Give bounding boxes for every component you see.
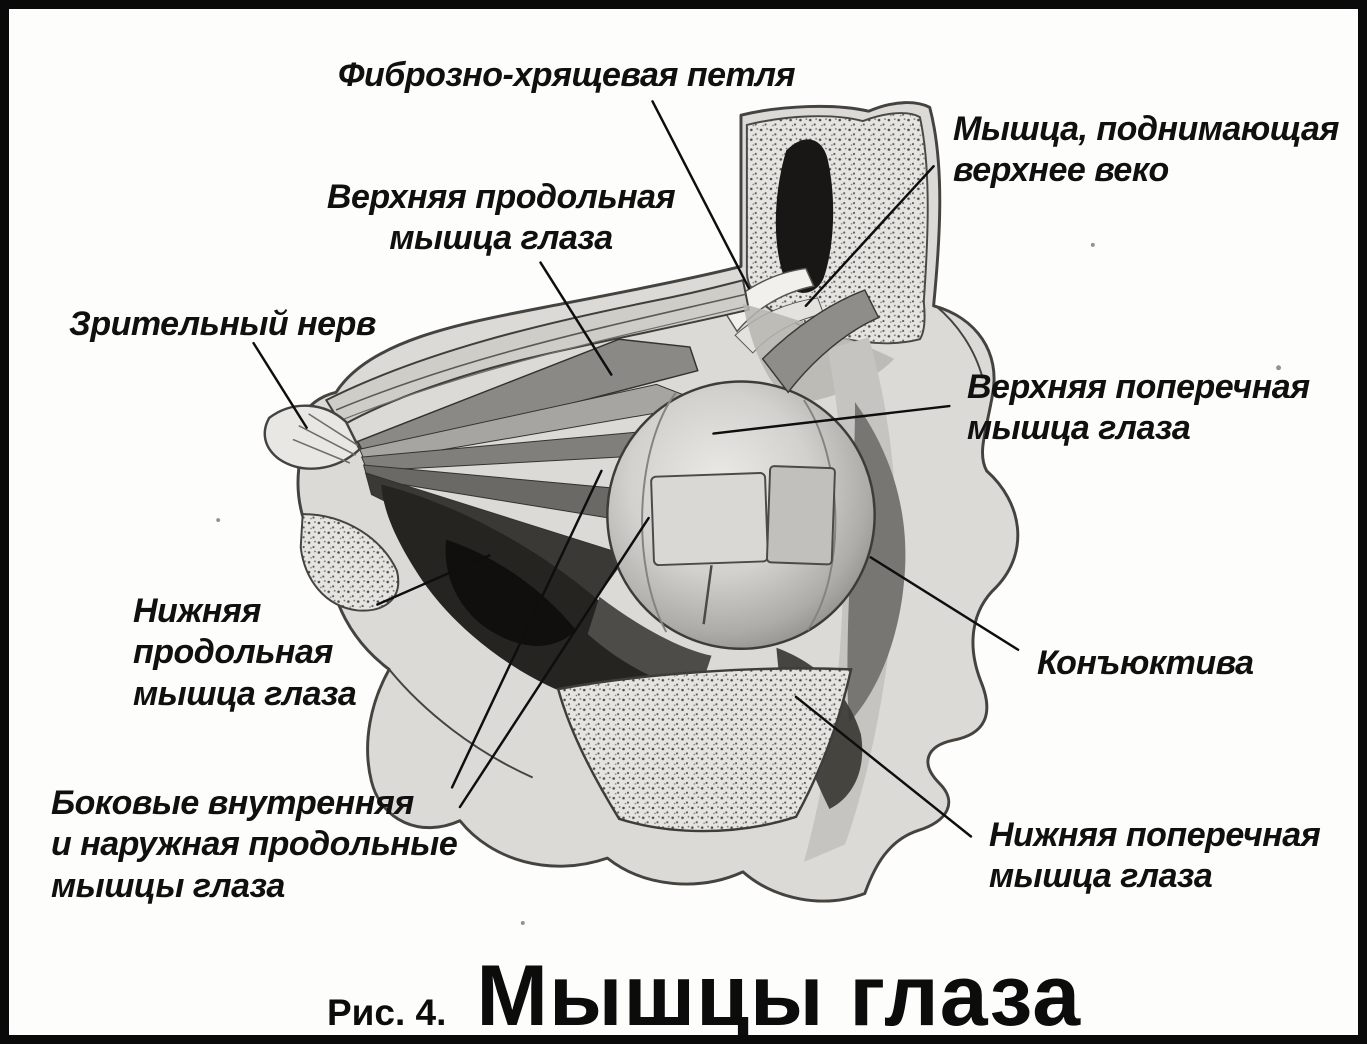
eyeball-meridian-right <box>803 399 837 631</box>
anatomy-illustration <box>216 100 1282 925</box>
figure-number: Рис. 4. <box>327 992 447 1033</box>
leader-conjunctiva <box>869 556 1020 651</box>
leader-optic-nerve <box>252 341 308 429</box>
bottom-left-edge <box>388 668 534 779</box>
conjunctiva-flap-right <box>765 465 836 566</box>
label-optic-nerve: Зрительный нерв <box>69 305 376 343</box>
leader-lateral-b <box>458 516 650 809</box>
label-conjunctiva: Конъюктива <box>1037 644 1254 682</box>
eyeball-meridian-left <box>641 391 677 633</box>
label-upper-longitudinal-muscle: Верхняя продольная мышца глаза <box>326 178 676 258</box>
scan-specks <box>216 242 1282 925</box>
conjunctiva-flap-left <box>650 472 769 567</box>
label-lower-transverse-muscle: Нижняя поперечная мышца глаза <box>989 816 1321 896</box>
dark-muscle-streak <box>587 596 712 692</box>
leader-upper-longitudinal <box>539 261 613 376</box>
leader-lower-longitudinal <box>376 554 491 606</box>
leader-lines <box>252 100 1020 838</box>
label-lower-longitudinal-muscle: Нижняя продольная мышца глаза <box>133 592 357 713</box>
figure-caption: Рис. 4. Мышцы глаза <box>327 947 1082 1044</box>
conjunctiva-flaps <box>650 465 836 625</box>
optic-nerve-stub <box>263 404 362 470</box>
leader-lateral-a <box>450 469 603 789</box>
trochlea-slot <box>775 139 834 293</box>
roof-hatch-1 <box>335 293 748 411</box>
leader-upper-transverse <box>712 404 951 435</box>
label-lateral-longitudinal-muscles: Боковые внутренняя и наружная продольные… <box>51 784 458 905</box>
figure-title: Мышцы глаза <box>476 948 1082 1044</box>
label-fibrocartilaginous-loop: Фиброзно-хрящевая петля <box>337 56 796 94</box>
label-upper-transverse-muscle: Верхняя поперечная мышца глаза <box>967 368 1310 448</box>
roof-hatch-2 <box>341 305 749 421</box>
optic-nerve-hatch <box>292 413 359 464</box>
levator-band <box>761 289 880 394</box>
leader-lower-transverse <box>794 695 973 838</box>
conjunctiva-flap-stem <box>702 565 713 625</box>
bone-stipple-bottom <box>556 667 853 833</box>
dark-muscle-core <box>445 539 576 646</box>
leader-levator <box>804 165 935 308</box>
band-right-edge <box>934 305 984 379</box>
label-levator-upper-eyelid: Мышца, поднимающая верхнее веко <box>953 110 1339 190</box>
leader-fibro-loop <box>651 100 751 290</box>
